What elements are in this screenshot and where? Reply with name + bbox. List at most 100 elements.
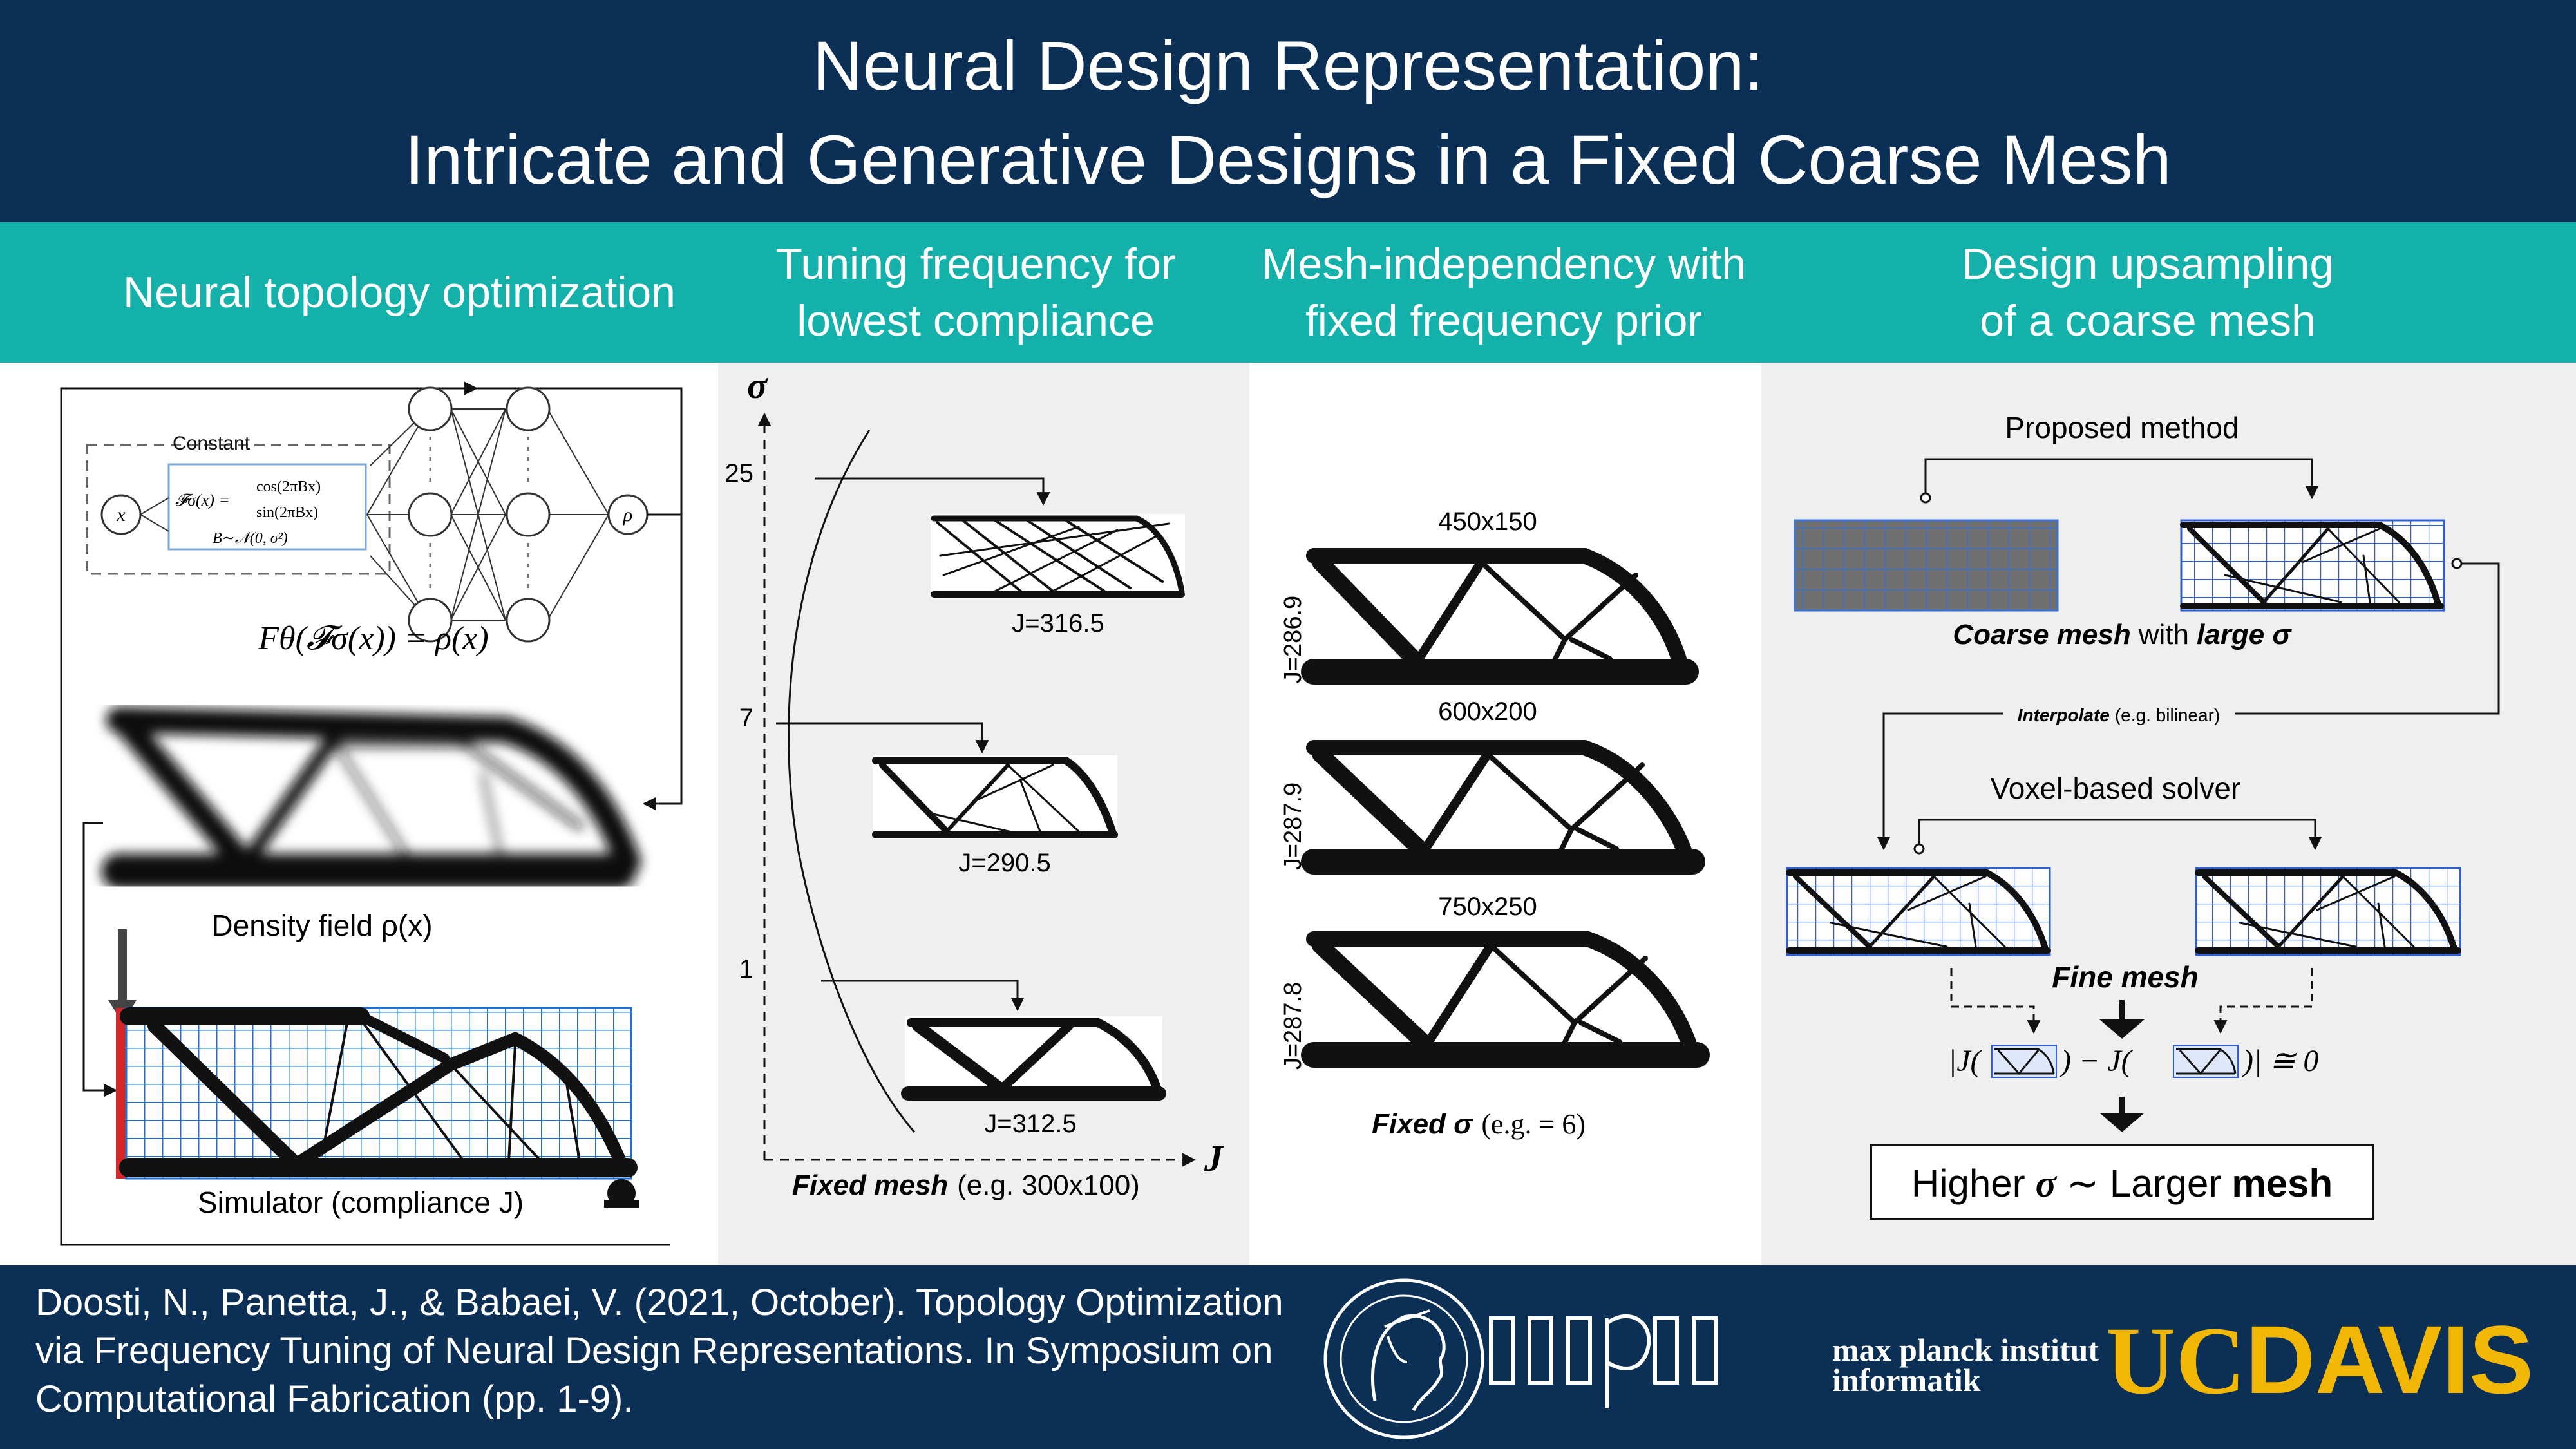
equation-left: |J(	[1948, 1044, 1983, 1078]
section-heading-line: Neural topology optimization	[122, 268, 676, 317]
simulator-label: Simulator (compliance J)	[198, 1186, 524, 1219]
fixed-support-bar	[116, 1008, 126, 1179]
mesh-size-label: 450x150	[1438, 507, 1537, 536]
mpi-logo	[1489, 1314, 1718, 1408]
fourier-sin: sin(2πBx)	[256, 504, 318, 521]
thumb-design-fine	[1991, 1045, 2057, 1078]
simulator-design	[119, 1007, 638, 1177]
equation-right: )| ≅ 0	[2241, 1044, 2318, 1078]
density-field-image	[101, 707, 641, 889]
thumb-design-coarse	[2173, 1045, 2239, 1078]
fourier-cos: cos(2πBx)	[256, 478, 321, 495]
mesh-j-label: J=287.9	[1280, 782, 1307, 870]
design-sigma-25	[931, 514, 1185, 599]
mesh-size-label: 600x200	[1438, 697, 1537, 726]
network-equation: Fθ(𝓕σ(x)) = ρ(x)	[258, 620, 488, 657]
mesh-size-label: 750x250	[1438, 893, 1537, 921]
header-banner: Neural Design Representation: Intricate …	[0, 0, 2576, 222]
input-x-label: x	[116, 504, 126, 526]
fixed-sigma-rest: (e.g. = 6)	[1481, 1108, 1586, 1140]
section-heading-line: lowest compliance	[797, 296, 1155, 345]
box-mesh: mesh	[2231, 1162, 2333, 1205]
mesh-design-450x150: 450x150 J=286.9	[1280, 507, 1699, 685]
title-line-1: Neural Design Representation:	[812, 26, 1764, 104]
coarse-bold-2: large σ	[2197, 619, 2292, 650]
logos: max planck institut informatik UCDAVIS	[1323, 1278, 2533, 1439]
constant-label: Constant	[173, 433, 251, 454]
panel-mesh-independency: 450x150 J=286.9 600x200 J=287.9 750x250 …	[1249, 363, 1761, 1265]
fourier-distribution: B∼𝒩(0, σ²)	[213, 530, 288, 547]
section-heading-line: fixed frequency prior	[1305, 296, 1703, 345]
title-line-2: Intricate and Generative Designs in a Fi…	[404, 120, 2172, 198]
down-arrow-icon	[2099, 1113, 2145, 1132]
mpi-text-line-2: informatik	[1832, 1362, 1981, 1398]
interpolate-bold: Interpolate	[2018, 705, 2110, 725]
network-edges	[366, 408, 609, 621]
density-field-label: Density field ρ(x)	[211, 909, 432, 942]
box-tilde: ∼ Larger	[2067, 1162, 2221, 1205]
equation-mid: ) − J(	[2059, 1044, 2134, 1078]
minerva-seal-logo	[1323, 1278, 1484, 1439]
compliance-curve	[788, 430, 916, 1133]
fixed-sigma-bold: Fixed σ	[1372, 1108, 1473, 1140]
down-arrow-icon	[2099, 1019, 2145, 1039]
output-rho-label: ρ	[623, 504, 632, 526]
higher-sigma-box	[1870, 1144, 2374, 1220]
section-heading-line: of a coarse mesh	[1980, 296, 2316, 345]
section-heading-line: Design upsampling	[1961, 240, 2334, 289]
ucd-davis: DAVIS	[2246, 1305, 2533, 1414]
interpolate-rest: (e.g. bilinear)	[2115, 705, 2220, 725]
coarse-mesh-caption: Coarse mesh with large σ	[1953, 619, 2292, 650]
coarse-mid: with	[2138, 619, 2189, 650]
ucd-uc: UC	[2106, 1307, 2246, 1414]
section-heading-tuning-frequency: Tuning frequency for lowest compliance	[718, 222, 1233, 363]
box-higher: Higher	[1911, 1162, 2025, 1205]
design-sigma-7	[872, 755, 1118, 839]
citation-text: Doosti, N., Panetta, J., & Babaei, V. (2…	[35, 1282, 1283, 1420]
sigma-axis-label: σ	[747, 365, 768, 406]
tuning-frequency-diagram: σ J 25 7 1 J=316.5 J=290.5	[725, 365, 1225, 1201]
mesh-independency-diagram: 450x150 J=286.9 600x200 J=287.9 750x250 …	[1280, 507, 1710, 1140]
fixed-mesh-rest: (e.g. 300x100)	[957, 1170, 1140, 1201]
uc-davis-logo: UCDAVIS	[2106, 1305, 2533, 1414]
network-nodes	[408, 386, 551, 643]
mesh-design-750x250: 750x250 J=287.8	[1280, 893, 1710, 1070]
sigma-tick-7: 7	[739, 704, 753, 732]
section-heading-band: Neural topology optimization Tuning freq…	[0, 222, 2576, 363]
fine-mesh-label: Fine mesh	[2052, 960, 2199, 994]
interpolate-label: Interpolate(e.g. bilinear)	[2018, 705, 2221, 725]
j-axis-label: J	[1204, 1137, 1224, 1179]
fixed-mesh-bold: Fixed mesh	[792, 1170, 948, 1201]
coarse-mesh-grid	[1794, 519, 2059, 612]
box-sigma: σ	[2036, 1162, 2058, 1205]
fine-mesh-design-right	[2195, 867, 2461, 956]
fine-mesh-design-left	[1786, 867, 2051, 956]
sigma-tick-25: 25	[725, 459, 754, 488]
design-sigma-1	[901, 1016, 1166, 1101]
simulator-grid	[125, 1007, 632, 1180]
section-heading-line: Mesh-independency with	[1261, 240, 1747, 289]
footer-banner: Doosti, N., Panetta, J., & Babaei, V. (2…	[0, 1265, 2576, 1449]
panel-neural-topology: Constant x 𝓕σ(x) = cos(2πBx) sin(2πBx) B…	[0, 363, 718, 1265]
coarse-mesh-design	[2180, 519, 2445, 612]
fixed-sigma-caption: Fixed σ(e.g. = 6)	[1372, 1108, 1586, 1140]
fourier-box	[167, 463, 367, 551]
result-sigma-7: J=290.5	[958, 849, 1050, 877]
section-heading-design-upsampling: Design upsampling of a coarse mesh	[1761, 222, 2534, 363]
result-sigma-25: J=316.5	[1012, 609, 1104, 638]
fourier-lhs: 𝓕σ(x) =	[175, 491, 230, 509]
fixed-mesh-caption: Fixed mesh (e.g. 300x100)	[792, 1170, 1140, 1201]
section-heading-mesh-independency: Mesh-independency with fixed frequency p…	[1240, 222, 1768, 363]
mesh-design-600x200: 600x200 J=287.9	[1280, 697, 1705, 875]
constant-box	[86, 444, 391, 575]
section-heading-line: Tuning frequency for	[775, 240, 1176, 289]
section-heading-neural-topology: Neural topology optimization	[90, 222, 708, 363]
loop-arrow	[642, 765, 683, 811]
coarse-bold-1: Coarse mesh	[1953, 619, 2130, 650]
mpi-text-line-1: max planck institut	[1832, 1332, 2099, 1368]
loop-arrow	[82, 822, 118, 1097]
sigma-tick-1: 1	[739, 955, 753, 983]
